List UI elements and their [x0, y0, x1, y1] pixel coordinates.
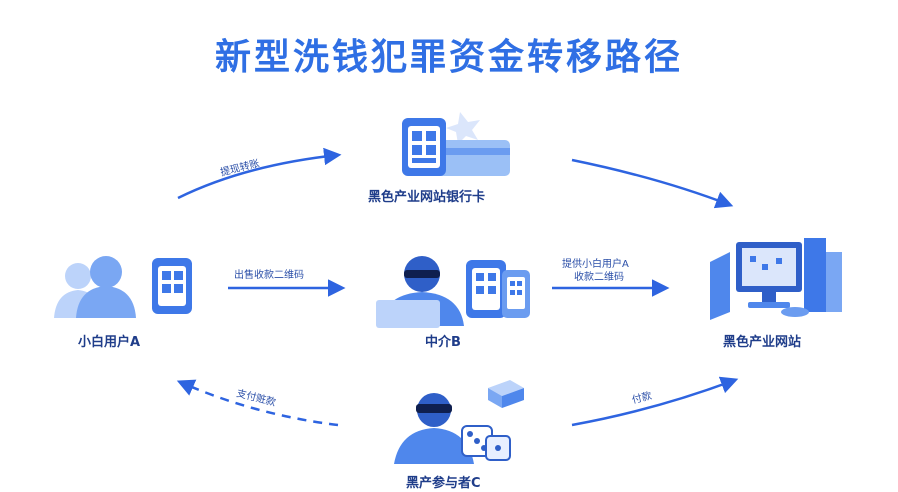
arrow-a-to-card: [177, 147, 342, 200]
arrow-c-to-site: [571, 376, 739, 427]
gambler-dice-icon: [394, 380, 524, 464]
broker-hacker-icon: [376, 256, 530, 328]
diagram-title: 新型洗钱犯罪资金转移路径: [214, 37, 683, 78]
edge-label-b-to-site-2: 收款二维码: [574, 272, 624, 283]
bank-card-qr-icon: [402, 112, 510, 176]
node-label-site: 黑色产业网站: [723, 335, 802, 350]
node-label-broker-b: 中介B: [425, 335, 461, 350]
node-label-gambler-c: 黑产参与者C: [406, 476, 481, 491]
node-label-bank-card: 黑色产业网站银行卡: [368, 190, 486, 205]
arrow-card-to-site: [571, 158, 734, 209]
node-label-user-a: 小白用户A: [78, 335, 141, 350]
website-servers-icon: [710, 238, 842, 320]
users-group-icon: [54, 256, 192, 318]
edge-label-b-to-site-1: 提供小白用户A: [562, 259, 629, 270]
edge-label-a-to-b: 出售收款二维码: [234, 270, 304, 281]
arrow-c-to-a: [176, 379, 339, 427]
